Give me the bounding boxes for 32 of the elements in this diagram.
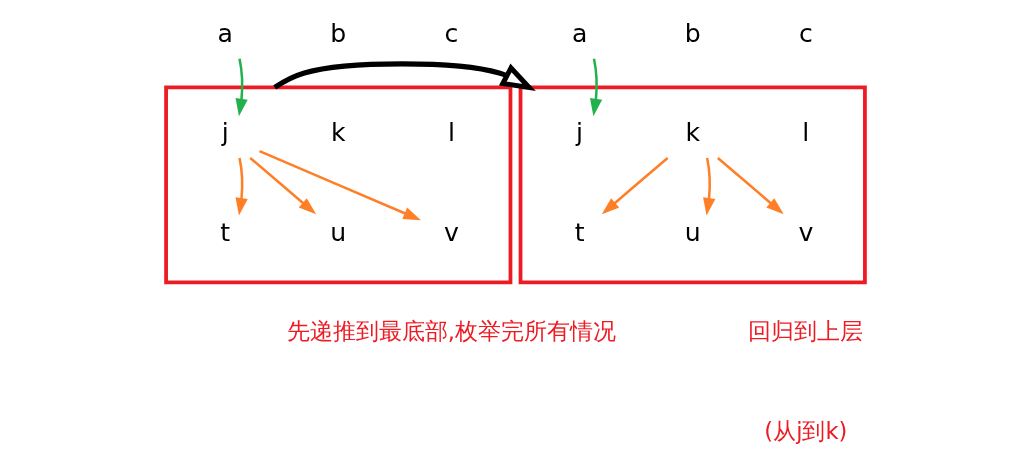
arrow — [589, 58, 603, 117]
node-text: a — [571, 19, 588, 49]
node-text: k — [331, 118, 346, 148]
node-label: (从j到k) — [764, 417, 848, 444]
arrow — [259, 150, 421, 221]
node-label: 先递推到最底部,枚举完所有情况 — [286, 318, 616, 345]
arrow — [235, 58, 248, 117]
node-text: c — [444, 19, 459, 49]
node-text: u — [684, 217, 701, 247]
node-text: t — [220, 217, 231, 247]
node-text: l — [802, 118, 810, 148]
node-text: t — [574, 217, 585, 247]
node-text: u — [330, 217, 347, 247]
arrow — [703, 157, 716, 216]
node-text: j — [576, 118, 584, 148]
node-text: c — [798, 19, 813, 49]
node-text: k — [685, 118, 700, 148]
node-text: v — [443, 217, 459, 247]
cluster — [518, 85, 867, 285]
node-text: a — [217, 19, 233, 49]
node-text: l — [447, 118, 455, 148]
node-label: 回归到上层 — [748, 318, 864, 345]
node-text: b — [330, 19, 347, 49]
arrow — [717, 157, 784, 215]
arrow — [273, 61, 536, 91]
node-text: j — [221, 118, 229, 148]
arrow — [235, 157, 248, 216]
node-text: v — [798, 217, 814, 247]
cluster — [164, 85, 513, 285]
arrow — [249, 157, 317, 215]
arrow — [601, 157, 669, 215]
node-text: b — [684, 19, 701, 49]
